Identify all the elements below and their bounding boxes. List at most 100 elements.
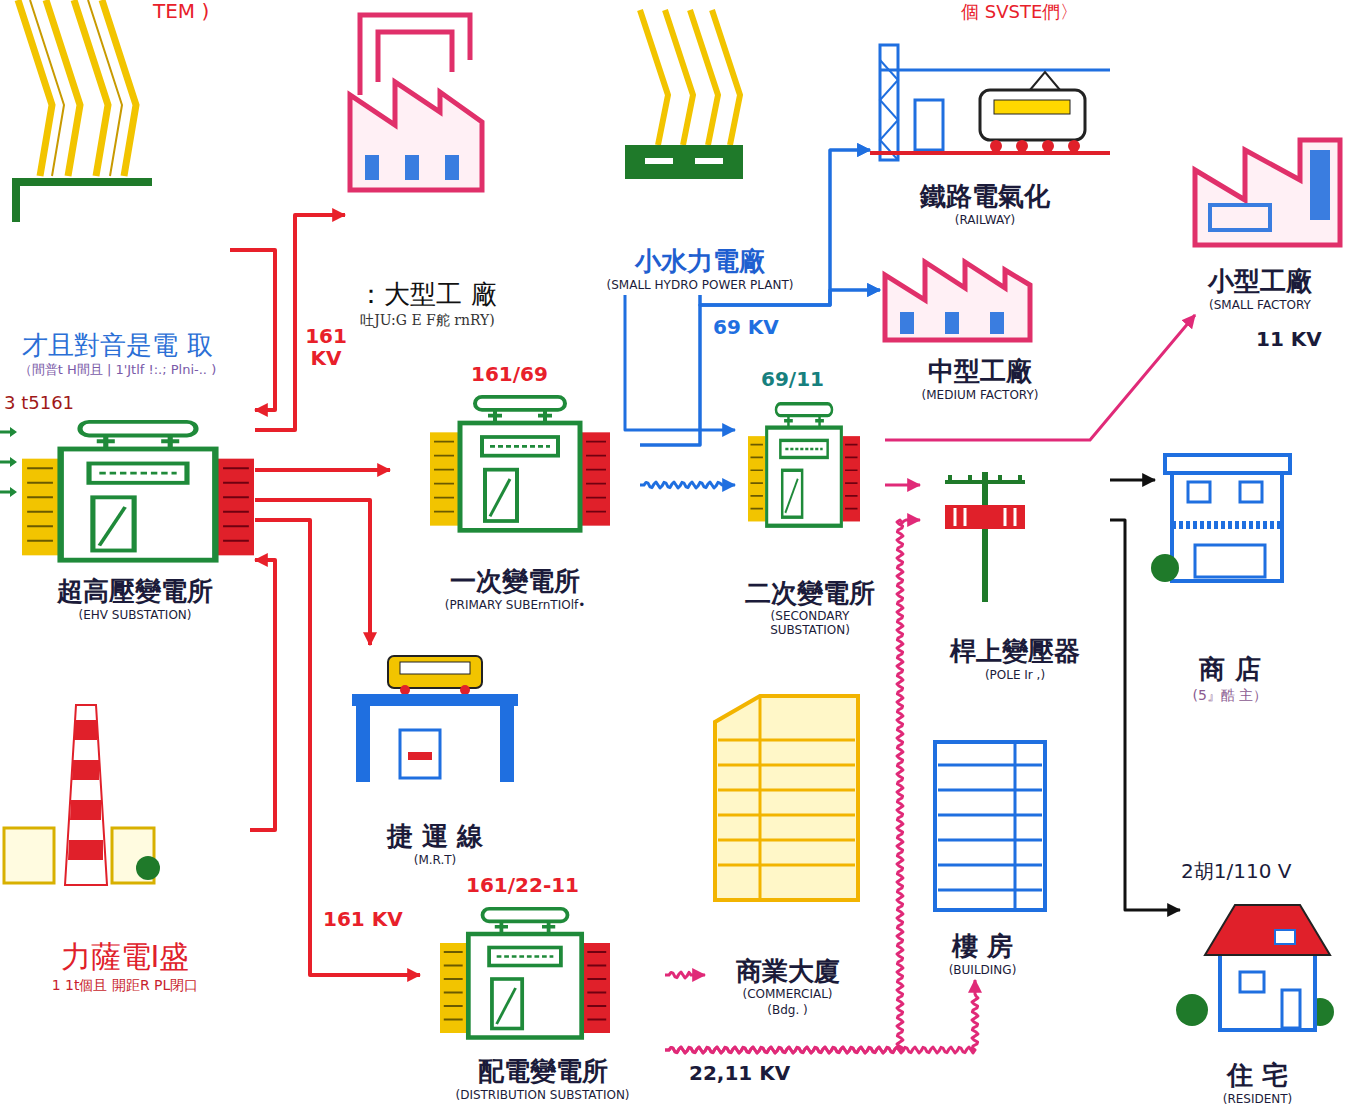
thermal-plant-icon-part <box>68 720 103 860</box>
equipment-node: 桿上變壓器 (POLE Ir ,) <box>920 470 1110 685</box>
voltage-label: 22,11 KV <box>688 1062 791 1084</box>
equipment-node: 一次變電所(PRIMARY SUBErnTIOlf• <box>390 395 640 615</box>
hydro-plant-icon-part <box>12 178 152 186</box>
medium-factory-icon-part <box>945 312 959 334</box>
thermal-plant-icon-part <box>65 705 107 885</box>
voltage-label: 2胡1/110 V <box>1180 860 1292 882</box>
node-title: 小型工廠 <box>1208 267 1312 297</box>
equipment-node: 鐵路電氣化 (RAILWAY) <box>870 40 1100 230</box>
equipment-node: 才且對音是電 取（間普t H間且 | 1'Jtlf !:.; Plni-.. ) <box>5 5 230 380</box>
voltage-label: TEM ) <box>152 0 210 22</box>
hydro-plant-icon <box>12 0 152 222</box>
node-subtitle: (COMMERCIAL) <box>742 988 832 1002</box>
node-subtitle: (RESIDENT) <box>1223 1093 1293 1107</box>
railway-icon-part <box>990 140 1002 152</box>
pole-transformer-icon-part <box>945 505 1025 529</box>
shop-icon <box>1151 455 1290 582</box>
railway-icon-part <box>994 100 1070 114</box>
hydro-plant-icon-part <box>30 0 122 176</box>
thermal-plant-icon-part <box>4 828 54 883</box>
pole-transformer-icon-part <box>945 480 1025 484</box>
mrt-icon <box>352 656 518 782</box>
small-hydro-icon-part <box>625 145 743 179</box>
commercial-building-icon-part <box>759 696 762 900</box>
shop-icon-part <box>1240 482 1262 502</box>
node-subtitle: (MEDIUM FACTORY) <box>922 389 1039 403</box>
power-line <box>665 520 920 1053</box>
equipment-node: 力薩電I盛1 1t個且 開距R PL閉口 <box>0 695 250 995</box>
voltage-label: 161/69 <box>470 363 549 385</box>
node-subtitle: 1 1t個且 開距R PL閉口 <box>52 977 199 993</box>
commercial-building-icon-part <box>718 740 855 865</box>
shop-icon-part <box>1151 554 1179 582</box>
pole-transformer-icon <box>945 472 1025 602</box>
primary-substation-icon <box>430 397 610 530</box>
voltage-label: 69 KV <box>712 316 780 338</box>
node-title: 鐵路電氣化 <box>920 182 1050 212</box>
railway-icon-part <box>915 100 943 150</box>
mrt-icon-part <box>408 752 432 760</box>
house-icon-part <box>1176 994 1208 1026</box>
railway-icon-part <box>1042 140 1054 152</box>
small-factory-icon-part <box>1210 205 1270 230</box>
power-line <box>1110 479 1155 482</box>
connectors <box>230 150 1195 1053</box>
equipment-node: 中型工廠(MEDIUM FACTORY) <box>880 240 1080 405</box>
house-icon-part <box>1275 930 1295 944</box>
equipment-node: 超高壓變電所(EHV SUBSTATION) <box>15 390 255 625</box>
railway-icon-part <box>1030 72 1060 90</box>
node-subtitle: (POLE Ir ,) <box>985 669 1045 683</box>
node-title: ：大型工 廠 <box>358 280 496 310</box>
medium-factory-icon-part <box>990 312 1004 334</box>
railway-icon-part <box>870 151 1110 155</box>
large-factory-icon-part <box>365 155 379 180</box>
node-subtitle: （間普t H間且 | 1'Jtlf !:.; Plni-.. ) <box>19 363 216 378</box>
voltage-label: 161/22-11 <box>465 874 580 896</box>
large-factory-icon <box>350 15 482 190</box>
mrt-icon-part <box>352 694 518 706</box>
node-title: 捷 運 線 <box>387 822 483 852</box>
railway-icon-part <box>1016 140 1028 152</box>
node-subtitle: (RAILWAY) <box>955 214 1015 228</box>
small-hydro-icon <box>625 10 743 179</box>
node-subtitle: (SECONDARY SUBSTATION) <box>739 610 881 638</box>
equipment-node: 商業大廈(COMMERCIAL) (Bdg. ) <box>705 690 870 1020</box>
node-subtitle: (BUILDING) <box>949 964 1017 978</box>
node-subtitle: (M.R.T) <box>414 854 457 868</box>
building-icon-part <box>935 742 1045 910</box>
power-line <box>640 482 735 488</box>
medium-factory-icon-part <box>885 262 1030 340</box>
node-subtitle: (SMALL HYDRO POWER PLANT) <box>607 279 794 293</box>
node-subtitle: 吐JU:G E F舵 rnRY) <box>360 312 495 328</box>
node-title: 桿上變壓器 <box>950 637 1080 667</box>
small-factory-icon <box>1195 140 1340 245</box>
secondary-substation-icon <box>748 404 860 526</box>
power-line <box>255 468 390 472</box>
house-icon-part <box>1240 972 1264 992</box>
node-subtitle: (Bdg. ) <box>767 1004 807 1018</box>
medium-factory-icon-part <box>900 312 914 334</box>
building-icon-part <box>938 742 1042 910</box>
large-factory-icon-part <box>350 82 482 190</box>
power-line <box>665 980 978 1053</box>
small-hydro-icon-part <box>640 10 740 145</box>
house-icon-part <box>1220 950 1315 1030</box>
thermal-plant-icon <box>4 705 160 885</box>
equipment-node: 捷 運 線 (M.R.T) <box>345 645 525 870</box>
small-factory-icon-part <box>1195 140 1340 245</box>
shop-icon-part <box>1165 455 1290 473</box>
equipment-node: 樓 房(BUILDING) <box>915 730 1050 980</box>
node-title: 二次變電所 <box>745 579 875 609</box>
building-icon <box>935 742 1045 910</box>
node-title: 配電變電所 <box>478 1057 608 1087</box>
shop-icon-part <box>1172 473 1282 581</box>
mrt-icon-part <box>500 694 514 782</box>
shop-icon-part <box>1195 545 1265 577</box>
node-title: 商業大廈 <box>736 957 840 987</box>
pole-transformer-icon-part <box>982 472 988 602</box>
small-factory-icon-part <box>1310 150 1330 220</box>
mrt-icon-part <box>356 694 370 782</box>
commercial-building-icon-part <box>715 696 858 900</box>
